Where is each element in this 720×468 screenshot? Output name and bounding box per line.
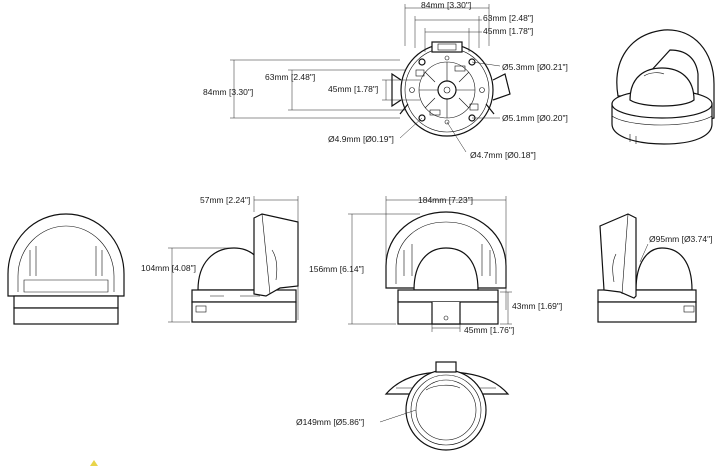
bottom-view-camera bbox=[384, 361, 510, 451]
isometric-camera-view bbox=[611, 29, 715, 145]
hole-5-1-label: Ø5.1mm [Ø0.20"] bbox=[502, 113, 568, 123]
dome-diameter-leader bbox=[639, 243, 649, 263]
mounting-plate-top-view bbox=[391, 41, 511, 137]
top-width-inner-label: 45mm [1.78"] bbox=[483, 26, 533, 36]
front-height-label: 156mm [6.14"] bbox=[309, 264, 364, 274]
base-height-label: 43mm [1.69"] bbox=[512, 301, 562, 311]
front-view-camera bbox=[385, 211, 507, 325]
top-width-outer-label: 84mm [3.30"] bbox=[421, 0, 471, 10]
hole-4-9-label: Ø4.9mm [Ø0.19"] bbox=[328, 134, 394, 144]
shield-depth-label: 57mm [2.24"] bbox=[200, 195, 250, 205]
left-height-mid-label: 63mm [2.48"] bbox=[265, 72, 315, 82]
top-dimension-lines bbox=[404, 4, 490, 52]
top-width-mid-label: 63mm [2.48"] bbox=[483, 13, 533, 23]
shield-diameter-label: Ø149mm [Ø5.86"] bbox=[296, 417, 364, 427]
side-view-camera bbox=[191, 213, 299, 323]
left-dimension-lines bbox=[230, 59, 420, 119]
front-width-label: 184mm [7.23"] bbox=[418, 195, 473, 205]
rear-view-camera bbox=[7, 213, 125, 325]
left-height-inner-label: 45mm [1.78"] bbox=[328, 84, 378, 94]
hole-5-3-label: Ø5.3mm [Ø0.21"] bbox=[502, 62, 568, 72]
shield-diameter-leader bbox=[379, 409, 417, 423]
side-height-label: 104mm [4.08"] bbox=[141, 263, 196, 273]
hole-4-7-label: Ø4.7mm [Ø0.18"] bbox=[470, 150, 536, 160]
hole-leader-lines bbox=[399, 61, 501, 153]
front-view-dimension-lines bbox=[348, 196, 512, 332]
corner-marker-icon bbox=[90, 460, 98, 466]
connector-width-label: 45mm [1.76"] bbox=[464, 325, 514, 335]
right-side-view-camera bbox=[597, 213, 697, 323]
left-height-outer-label: 84mm [3.30"] bbox=[203, 87, 253, 97]
dome-diameter-label: Ø95mm [Ø3.74"] bbox=[649, 234, 712, 244]
side-view-dimension-lines bbox=[168, 196, 299, 323]
